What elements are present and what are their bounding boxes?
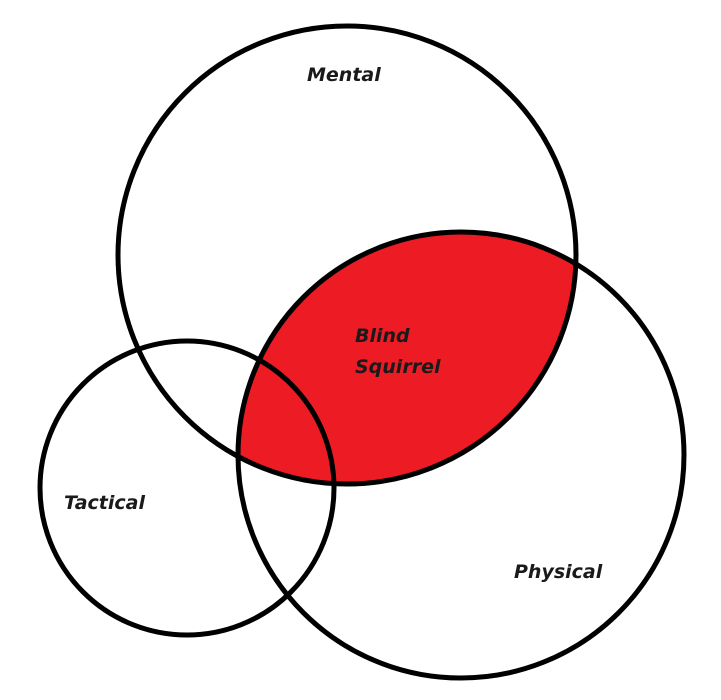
physical-circle <box>235 229 687 681</box>
mental-label: Mental <box>307 64 381 86</box>
blind-squirrel-label-line1: Blind <box>355 325 410 347</box>
tactical-circle <box>37 338 337 638</box>
tactical-label: Tactical <box>64 492 145 514</box>
physical-label: Physical <box>514 561 603 583</box>
blind-squirrel-label-line2: Squirrel <box>355 356 441 378</box>
mental-circle <box>115 23 579 487</box>
